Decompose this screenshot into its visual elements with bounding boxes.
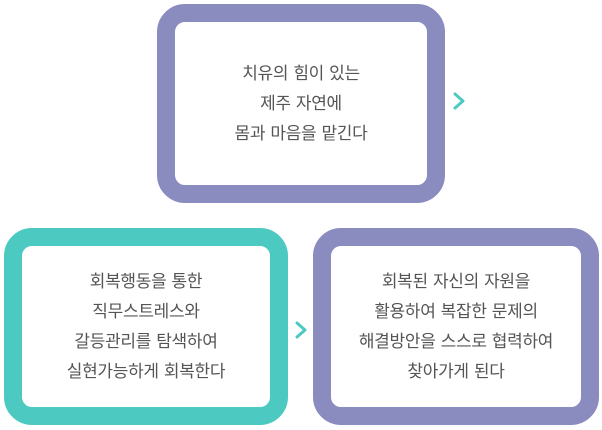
step-line: 회복행동을 통한 [89, 271, 203, 292]
step-line: 몸과 마음을 맡긴다 [234, 123, 368, 144]
step-line: 제주 자연에 [260, 93, 342, 114]
step-text-right: 회복된 자신의 자원을 활용하여 복잡한 문제의 해결방안을 스스로 협력하여 … [358, 267, 554, 387]
step-box-right: 회복된 자신의 자원을 활용하여 복잡한 문제의 해결방안을 스스로 협력하여 … [313, 228, 599, 425]
step-line: 갈등관리를 탐색하여 [74, 331, 218, 352]
step-box-left: 회복행동을 통한 직무스트레스와 갈등관리를 탐색하여 실현가능하게 회복한다 [4, 228, 288, 425]
step-box-top: 치유의 힘이 있는 제주 자연에 몸과 마음을 맡긴다 [157, 4, 445, 203]
step-line: 치유의 힘이 있는 [242, 63, 360, 84]
step-line: 직무스트레스와 [92, 301, 200, 322]
step-line: 해결방안을 스스로 협력하여 [358, 331, 554, 352]
step-line: 회복된 자신의 자원을 [381, 271, 531, 292]
step-line: 실현가능하게 회복한다 [66, 361, 226, 382]
step-text-top: 치유의 힘이 있는 제주 자연에 몸과 마음을 맡긴다 [235, 59, 368, 149]
step-line: 활용하여 복잡한 문제의 [374, 301, 538, 322]
chevron-right-icon [294, 320, 308, 340]
chevron-right-icon [452, 91, 466, 111]
step-text-left: 회복행동을 통한 직무스트레스와 갈등관리를 탐색하여 실현가능하게 회복한다 [67, 267, 226, 387]
step-line: 찾아가게 된다 [407, 361, 505, 382]
